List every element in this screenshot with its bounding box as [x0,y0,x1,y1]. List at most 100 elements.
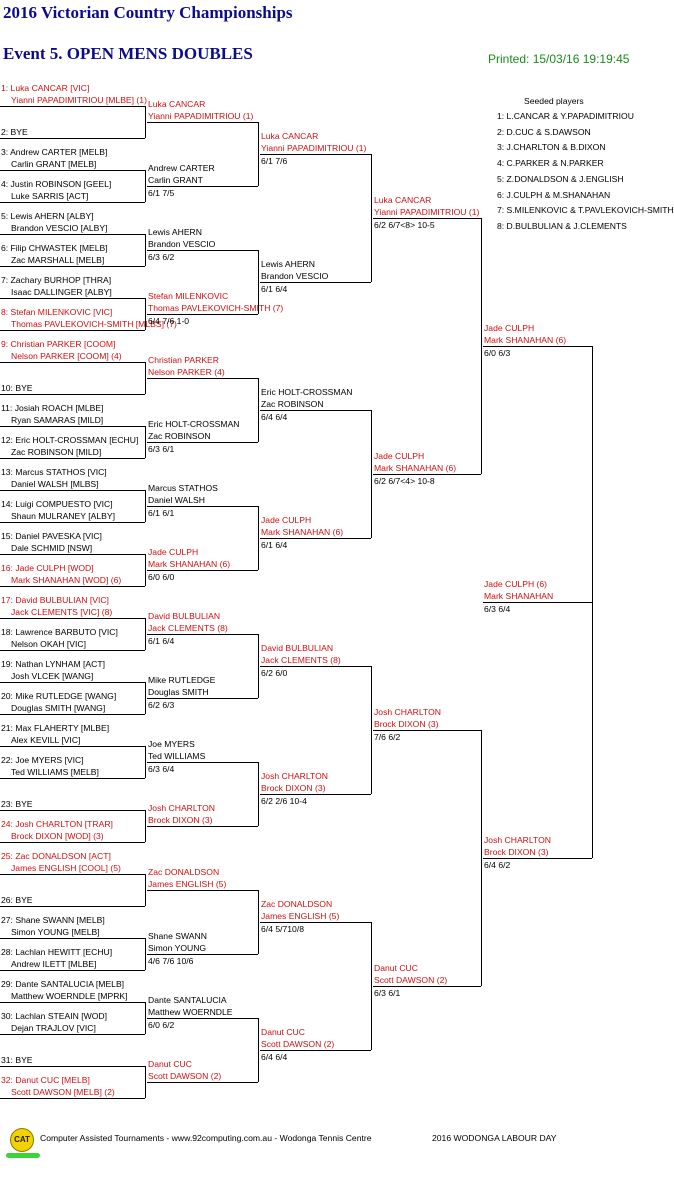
winner-line2: Mark SHANAHAN (6) [484,335,567,345]
winner-line1: Zac DONALDSON [261,899,333,909]
match-score: 6/2 6/0 [261,668,288,678]
match-score: 6/1 7/6 [261,156,288,166]
entry-line2: Dejan TRAJLOV [VIC] [11,1023,96,1033]
winner-line1: Josh CHARLTON [484,835,552,845]
entry-line1: 30: Lachlan STEAIN [WOD] [1,1011,108,1021]
entry-line1: 12: Eric HOLT-CROSSMAN [ECHU] [1,435,139,445]
winner-line2: Matthew WOERNDLE [148,1007,233,1017]
winner-line2: Thomas PAVLEKOVICH-SMITH (7) [148,303,284,313]
seeded-player-item: 1: L.CANCAR & Y.PAPADIMITRIOU [497,111,634,121]
winner-line2: Brock DIXON (3) [374,719,439,729]
entry-line1: 7: Zachary BURHOP [THRA] [1,275,112,285]
winner-line2: Yianni PAPADIMITRIOU (1) [374,207,480,217]
entry-line2: Shaun MULRANEY [ALBY] [11,511,115,521]
match-score: 6/4 6/4 [261,1052,288,1062]
entry-line1: 5: Lewis AHERN [ALBY] [1,211,94,221]
winner-line1: Zac DONALDSON [148,867,220,877]
winner-line2: Scott DAWSON (2) [374,975,448,985]
entry-line1: 28: Lachlan HEWITT [ECHU] [1,947,113,957]
champion-line1: Jade CULPH (6) [484,579,548,589]
entry-line2: Alex KEVILL [VIC] [11,735,81,745]
entry-line2: Daniel WALSH [MLBS] [11,479,99,489]
winner-line2: Brock DIXON (3) [484,847,549,857]
winner-line1: Luka CANCAR [148,99,206,109]
match-score: 6/3 6/1 [374,988,401,998]
winner-line1: Danut CUC [374,963,418,973]
entry-line1: 16: Jade CULPH [WOD] [1,563,94,573]
match-score: 6/1 7/5 [148,188,175,198]
entry-line2: 26: BYE [1,895,33,905]
winner-line2: Daniel WALSH [148,495,205,505]
winner-line1: Luka CANCAR [374,195,432,205]
winner-line1: Christian PARKER [148,355,219,365]
match-score: 6/1 6/1 [148,508,175,518]
seeded-player-item: 6: J.CULPH & M.SHANAHAN [497,189,611,200]
entry-line2: Andrew ILETT [MLBE] [11,959,97,969]
winner-line2: Mark SHANAHAN (6) [148,559,231,569]
entry-line2: Dale SCHMID [NSW] [11,543,93,553]
match-score: 7/6 6/2 [374,732,401,742]
seeded-players-heading: Seeded players [524,96,584,106]
entry-line2: Luke SARRIS [ACT] [11,191,89,201]
winner-line1: Stefan MILENKOVIC [148,291,229,301]
cat-logo-swoosh [6,1153,40,1158]
footer-event-name: 2016 WODONGA LABOUR DAY [432,1133,557,1143]
entry-line1: 25: Zac DONALDSON [ACT] [1,851,111,861]
match-score: 6/0 6/3 [484,348,511,358]
winner-line2: Simon YOUNG [148,943,207,953]
entry-line1: 8: Stefan MILENKOVIC [VIC] [1,307,113,317]
winner-line2: Carlin GRANT [148,175,203,185]
winner-line2: Scott DAWSON (2) [261,1039,335,1049]
match-score: 6/1 6/4 [148,636,175,646]
match-score: 6/0 6/2 [148,1020,175,1030]
winner-line1: Josh CHARLTON [374,707,442,717]
winner-line2: Mark SHANAHAN (6) [374,463,457,473]
winner-line1: Joe MYERS [148,739,195,749]
entry-line1: 27: Shane SWANN [MELB] [1,915,105,925]
winner-line2: Brock DIXON (3) [261,783,326,793]
entry-line2: Carlin GRANT [MELB] [11,159,97,169]
entry-line1: 15: Daniel PAVESKA [VIC] [1,531,102,541]
entry-line2: Yianni PAPADIMITRIOU [MLBE] (1) [11,95,147,105]
entry-line1: 20: Mike RUTLEDGE [WANG] [1,691,117,701]
winner-line1: Jade CULPH [148,547,199,557]
match-score: 6/1 6/4 [261,540,288,550]
winner-line1: Andrew CARTER [148,163,215,173]
match-score: 6/2 2/6 10-4 [261,796,307,806]
seeded-player-item: 2: D.CUC & S.DAWSON [497,126,591,137]
entry-line2: Isaac DALLINGER [ALBY] [11,287,112,297]
entry-line2: Matthew WOERNDLE [MPRK] [11,991,128,1001]
entry-line1: 19: Nathan LYNHAM [ACT] [1,659,105,669]
match-score: 6/1 6/4 [261,284,288,294]
winner-line1: Danut CUC [148,1059,192,1069]
entry-line2: Josh VLCEK [WANG] [11,671,94,681]
winner-line2: Ted WILLIAMS [148,751,206,761]
winner-line1: Shane SWANN [148,931,207,941]
seeded-player-item: 3: J.CHARLTON & B.DIXON [497,142,606,153]
entry-line2: Nelson OKAH [VIC] [11,639,86,649]
winner-line2: Scott DAWSON (2) [148,1071,222,1081]
entry-line1: 32: Danut CUC [MELB] [1,1075,90,1085]
winner-line1: Lewis AHERN [261,259,315,269]
entry-line2: Zac MARSHALL [MELB] [11,255,105,265]
winner-line1: David BULBULIAN [261,643,334,653]
winner-line2: Brandon VESCIO [261,271,329,281]
entry-line2: Jack CLEMENTS [VIC] (8) [11,607,113,617]
winner-line1: Jade CULPH [261,515,312,525]
entry-line2: Zac ROBINSON [MILD] [11,447,102,457]
winner-line2: James ENGLISH (5) [261,911,340,921]
event-title: Event 5. OPEN MENS DOUBLES [3,44,253,63]
winner-line1: David BULBULIAN [148,611,221,621]
entry-line1: 22: Joe MYERS [VIC] [1,755,84,765]
entry-line2: Mark SHANAHAN [WOD] (6) [11,575,122,585]
entry-line1: 21: Max FLAHERTY [MLBE] [1,723,110,733]
final-score: 6/3 6/4 [484,604,511,614]
winner-line2: James ENGLISH (5) [148,879,227,889]
entry-line2: Ted WILLIAMS [MELB] [11,767,99,777]
winner-line2: Douglas SMITH [148,687,209,697]
seeded-player-item: 5: Z.DONALDSON & J.ENGLISH [497,173,624,184]
entry-line1: 29: Dante SANTALUCIA [MELB] [1,979,125,989]
entry-line1: 24: Josh CHARLTON [TRAR] [1,819,113,829]
match-score: 6/2 6/7<4> 10-8 [374,476,435,486]
entry-line2: Ryan SAMARAS [MILD] [11,415,104,425]
